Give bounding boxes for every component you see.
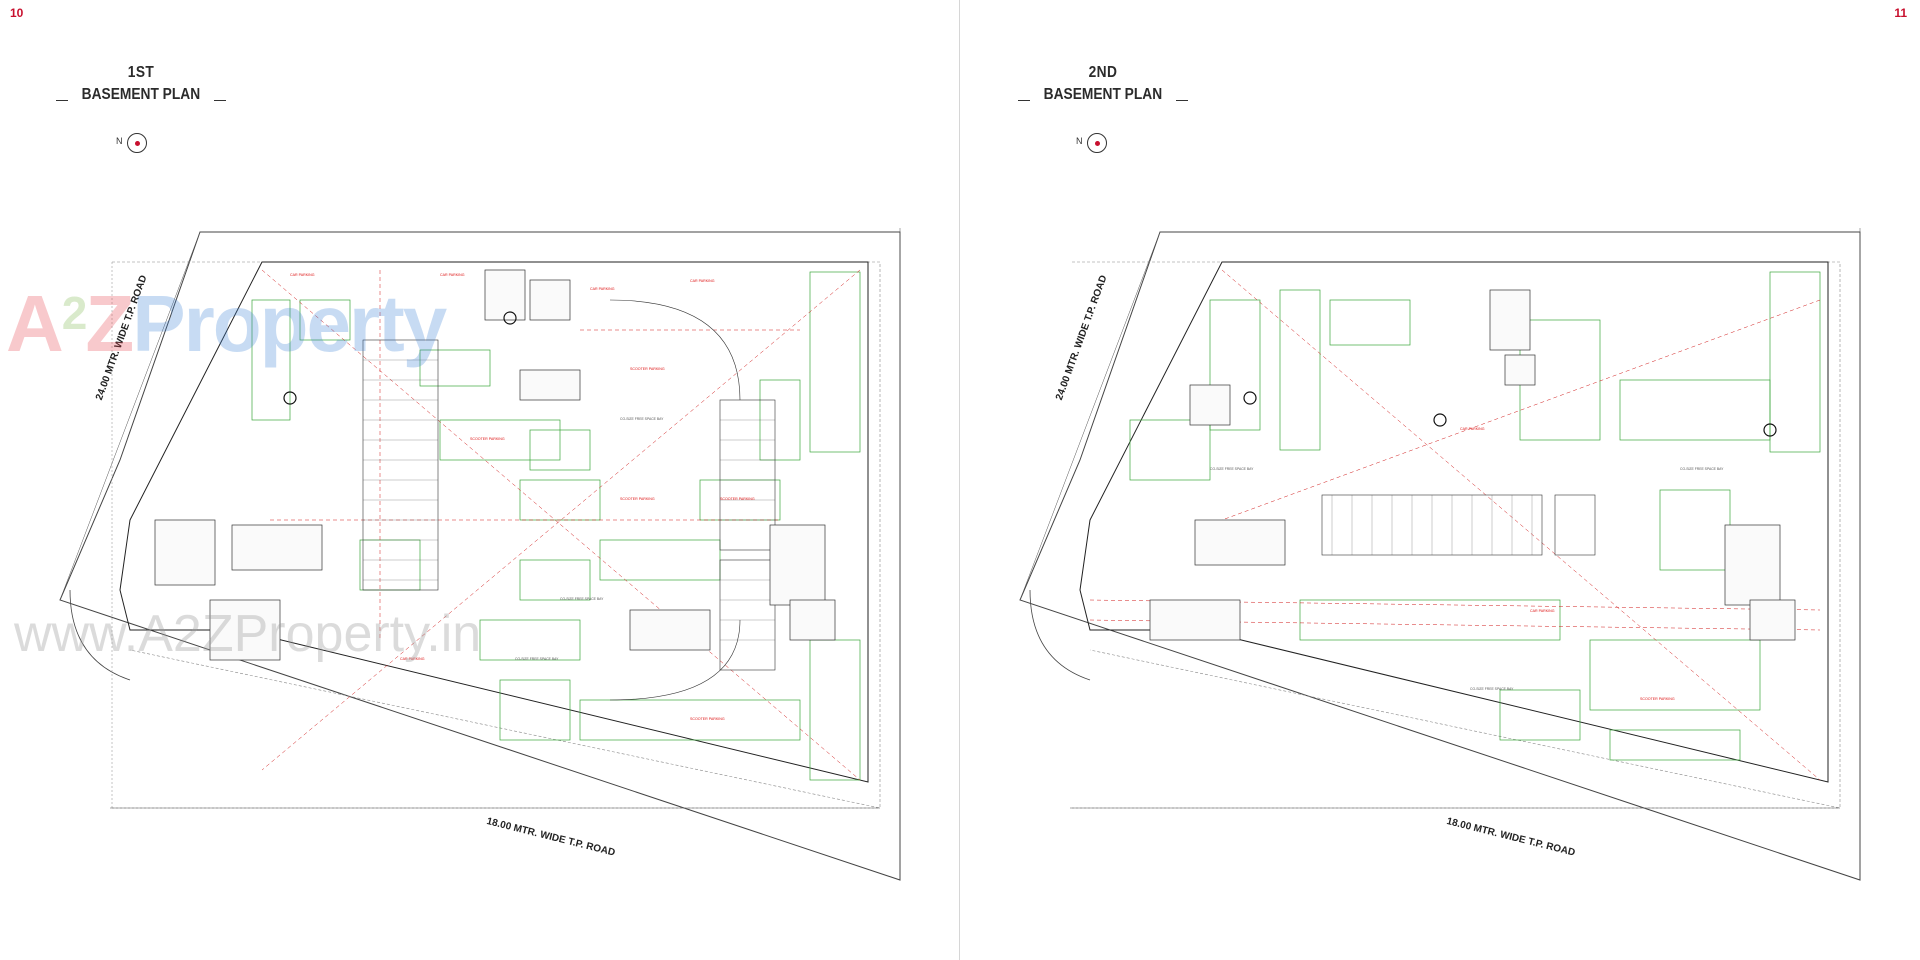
compass-north-icon: N (116, 133, 161, 153)
svg-text:CAR PARKING: CAR PARKING (690, 279, 715, 283)
north-label: N (116, 136, 123, 146)
floor-plan-drawing: CAR PARKING CAR PARKING SCOOTER PARKING C… (1019, 228, 1861, 881)
page-spine-divider (959, 0, 960, 960)
svg-text:CAR PARKING: CAR PARKING (590, 287, 615, 291)
svg-text:SCOOTER PARKING: SCOOTER PARKING (720, 497, 755, 501)
title-rule-left (56, 100, 69, 101)
svg-text:CO-SIZE FREE SPACE BAY: CO-SIZE FREE SPACE BAY (1210, 467, 1254, 471)
svg-text:CO-SIZE FREE SPACE BAY: CO-SIZE FREE SPACE BAY (1470, 687, 1514, 691)
svg-text:CAR PARKING: CAR PARKING (1460, 427, 1485, 431)
svg-text:CAR PARKING: CAR PARKING (440, 273, 465, 277)
svg-text:SCOOTER PARKING: SCOOTER PARKING (470, 437, 505, 441)
plan-title-level: 2ND (1088, 64, 1118, 81)
page-number: 10 (10, 6, 24, 20)
title-rule-right (213, 100, 226, 101)
svg-text:CO-SIZE FREE SPACE BAY: CO-SIZE FREE SPACE BAY (515, 657, 559, 661)
svg-text:CAR PARKING: CAR PARKING (1530, 609, 1555, 613)
page-10: 10 1ST BASEMENT PLAN N (0, 0, 959, 960)
svg-text:CAR PARKING: CAR PARKING (290, 273, 315, 277)
page-11: 11 2ND BASEMENT PLAN N (960, 0, 1919, 960)
plan-title-name: BASEMENT PLAN (1043, 86, 1163, 103)
svg-text:CO-SIZE FREE SPACE BAY: CO-SIZE FREE SPACE BAY (1680, 467, 1724, 471)
compass-north-icon: N (1076, 133, 1121, 153)
svg-text:CAR PARKING: CAR PARKING (400, 657, 425, 661)
svg-text:SCOOTER PARKING: SCOOTER PARKING (620, 497, 655, 501)
north-label: N (1076, 136, 1083, 146)
svg-text:CO-SIZE FREE SPACE BAY: CO-SIZE FREE SPACE BAY (560, 597, 604, 601)
page-number: 11 (1894, 6, 1907, 20)
plan-title-level: 1ST (127, 64, 155, 81)
svg-text:CO-SIZE FREE SPACE BAY: CO-SIZE FREE SPACE BAY (620, 417, 664, 421)
wheelchair-accessible-icon (283, 311, 517, 405)
title-rule-right (1175, 100, 1188, 101)
floor-plan-drawing: CAR PARKING CAR PARKING CAR PARKING CAR PA… (59, 228, 901, 881)
plan-title-name: BASEMENT PLAN (81, 86, 201, 103)
plan-title: 1ST BASEMENT PLAN (56, 64, 226, 104)
svg-text:SCOOTER PARKING: SCOOTER PARKING (1640, 697, 1675, 701)
wheelchair-accessible-icon (1243, 391, 1777, 437)
plan-title: 2ND BASEMENT PLAN (1018, 64, 1188, 104)
title-rule-left (1018, 100, 1031, 101)
svg-text:SCOOTER PARKING: SCOOTER PARKING (690, 717, 725, 721)
svg-text:SCOOTER PARKING: SCOOTER PARKING (630, 367, 665, 371)
